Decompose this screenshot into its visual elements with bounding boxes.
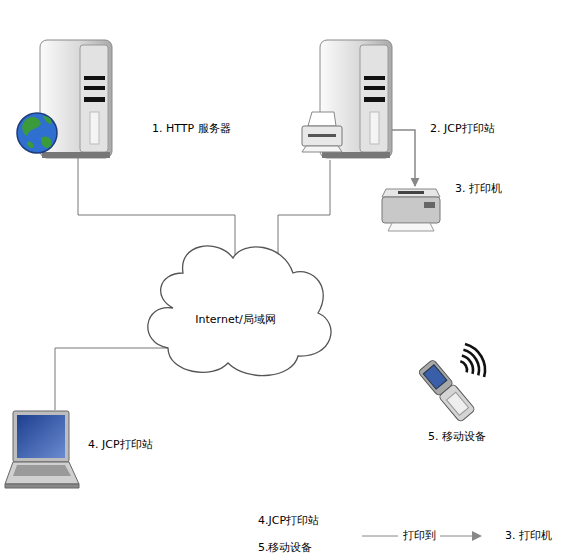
node-outline bbox=[298, 38, 392, 160]
phone-lid bbox=[418, 359, 454, 396]
network-link bbox=[392, 130, 415, 186]
globe-land bbox=[43, 116, 52, 124]
legend-arrow-line bbox=[362, 536, 398, 537]
radio-wave bbox=[463, 350, 479, 376]
globe bbox=[17, 113, 57, 153]
print-station-server: 2. JCP打印站 bbox=[298, 38, 392, 160]
server-slot bbox=[84, 86, 105, 90]
printer-top bbox=[382, 189, 440, 197]
network-link bbox=[78, 158, 235, 260]
phone-keypad bbox=[447, 392, 469, 415]
laptop-base bbox=[5, 462, 79, 484]
server-front-panel bbox=[80, 45, 108, 152]
globe-land bbox=[41, 136, 51, 148]
node-label: 2. JCP打印站 bbox=[430, 122, 495, 135]
printer-slot bbox=[308, 134, 336, 137]
laptop-keyboard bbox=[13, 465, 71, 476]
printer-body bbox=[382, 197, 440, 223]
node-outline bbox=[418, 330, 492, 415]
node-outline bbox=[15, 38, 115, 158]
radio-wave bbox=[465, 344, 485, 377]
printer-paper bbox=[308, 112, 336, 126]
laptop-front bbox=[5, 484, 79, 488]
printer-panel bbox=[424, 202, 435, 208]
cloud-outline bbox=[148, 246, 331, 376]
node-outline bbox=[133, 238, 338, 382]
server-slot bbox=[364, 86, 385, 90]
globe-land bbox=[22, 117, 41, 136]
printer-slot bbox=[398, 191, 424, 194]
legend-arrow-head bbox=[472, 531, 482, 541]
network-link bbox=[55, 348, 173, 410]
server-body bbox=[40, 40, 112, 158]
server-grille bbox=[370, 112, 379, 144]
server-front-panel bbox=[360, 45, 388, 152]
network-link bbox=[278, 160, 330, 268]
legend-text: 4.JCP打印站 bbox=[258, 514, 319, 527]
laptop-screen bbox=[17, 415, 65, 458]
radio-wave bbox=[460, 361, 467, 372]
server-grille bbox=[90, 112, 99, 144]
mobile-device: 5. 移动设备 bbox=[418, 330, 492, 415]
network-cloud: Internet/局域网 bbox=[133, 238, 338, 382]
printer-body bbox=[302, 126, 342, 146]
globe-land bbox=[27, 141, 34, 148]
server-base bbox=[322, 152, 390, 158]
printer-tray bbox=[302, 146, 342, 152]
server-slot bbox=[364, 97, 385, 102]
node-label: 5. 移动设备 bbox=[428, 430, 486, 443]
radio-wave bbox=[462, 356, 473, 374]
node-label: 4. JCP打印站 bbox=[88, 438, 153, 451]
legend-arrow-line bbox=[440, 536, 472, 537]
node-outline bbox=[3, 410, 81, 492]
legend-text: 5.移动设备 bbox=[258, 541, 313, 554]
server-slot bbox=[364, 76, 385, 80]
phone-body bbox=[418, 359, 476, 422]
legend-text: 3. 打印机 bbox=[505, 529, 552, 542]
http-server: 1. HTTP 服务器 bbox=[15, 38, 115, 158]
legend-text: 打印到 bbox=[403, 529, 436, 542]
node-label: 1. HTTP 服务器 bbox=[152, 122, 231, 135]
laptop-lid bbox=[13, 411, 69, 462]
node-label: Internet/局域网 bbox=[133, 313, 338, 326]
laptop: 4. JCP打印站 bbox=[3, 410, 81, 492]
node-label: 3. 打印机 bbox=[455, 182, 502, 195]
server-base bbox=[42, 152, 110, 158]
phone-screen bbox=[423, 365, 447, 389]
server-slot bbox=[84, 97, 105, 102]
printer: 3. 打印机 bbox=[378, 183, 444, 233]
printer-tray bbox=[388, 223, 434, 231]
server-slot bbox=[84, 76, 105, 80]
node-outline bbox=[378, 183, 444, 233]
